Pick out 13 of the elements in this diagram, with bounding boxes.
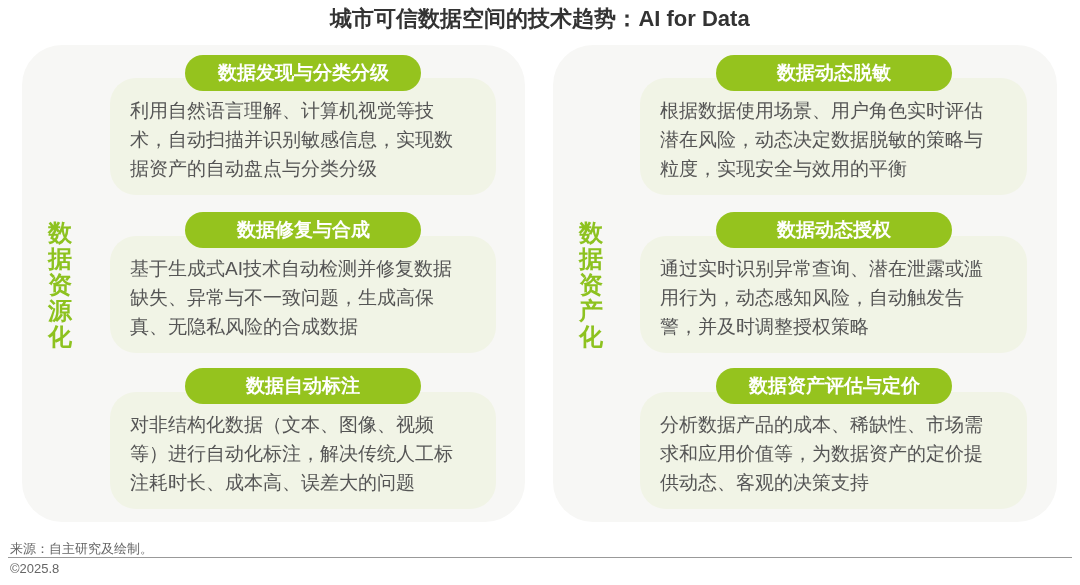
heading-pill: 数据动态脱敏 <box>716 55 952 91</box>
copyright-note: ©2025.8 <box>10 561 60 576</box>
title: 城市可信数据空间的技术趋势：AI for Data <box>328 5 751 33</box>
heading-pill: 数据动态授权 <box>716 212 952 248</box>
heading-pill: 数据修复与合成 <box>185 212 421 248</box>
heading-pill: 数据资产评估与定价 <box>716 368 952 404</box>
side-label: 数据资源化 <box>48 220 72 350</box>
panel-background <box>553 45 1057 522</box>
panel-background <box>22 45 525 522</box>
side-label: 数据资产化 <box>579 220 603 350</box>
heading-pill: 数据发现与分类分级 <box>185 55 421 91</box>
heading-pill: 数据自动标注 <box>185 368 421 404</box>
source-note: 来源：自主研究及绘制。 <box>10 540 153 558</box>
